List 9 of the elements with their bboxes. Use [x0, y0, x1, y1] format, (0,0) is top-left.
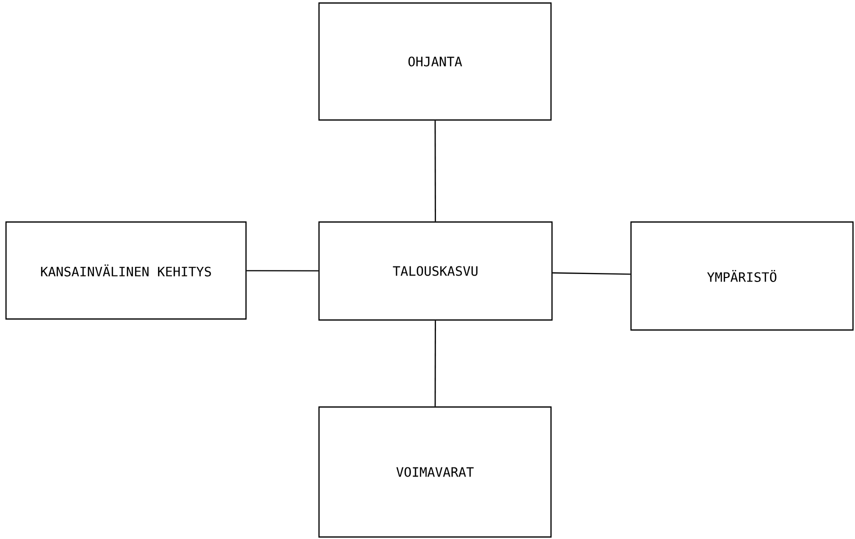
concept-box: VOIMAVARAT [318, 406, 552, 538]
concept-box: TALOUSKASVU [318, 221, 553, 321]
concept-box: OHJANTA [318, 2, 552, 121]
connector-line [434, 120, 436, 222]
connector-line [246, 270, 318, 272]
concept-box: YMPÄRISTÖ [630, 221, 854, 331]
connector-line [552, 272, 630, 275]
concept-box: KANSAINVÄLINEN KEHITYS [5, 221, 247, 320]
connector-line [434, 320, 436, 406]
